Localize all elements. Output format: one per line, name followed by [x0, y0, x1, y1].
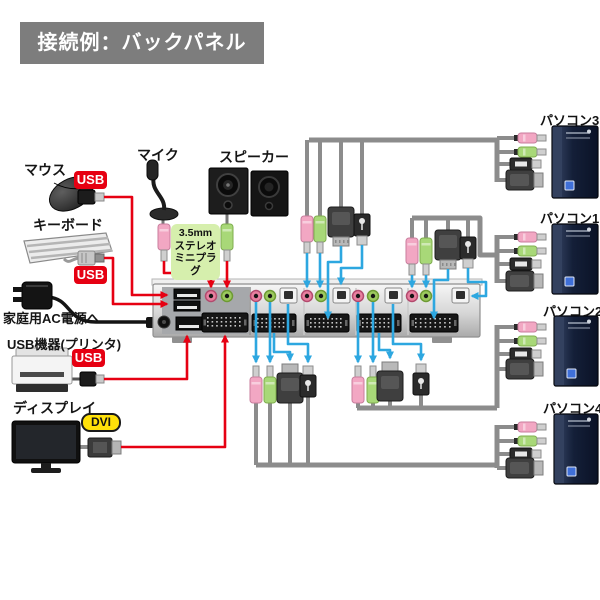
ac-power-label: 家庭用AC電源へ [3, 311, 100, 326]
page-title: 接続例：バックパネル [20, 22, 264, 64]
pc1-label: パソコン1 [540, 211, 600, 226]
usb-badge-keyboard: USB [74, 266, 107, 284]
plug-note-line1: 3.5mm [178, 227, 213, 239]
gray-cable-trunks [47, 136, 516, 470]
kvm-switch-rear-panel [151, 278, 483, 343]
pc3-label: パソコン3 [540, 113, 600, 128]
usb-badge-printer: USB [72, 349, 105, 367]
plug-note-line2: ステレオ [174, 239, 217, 252]
plug-note: 3.5mm ステレオ ミニプラグ [171, 224, 220, 281]
speaker-label: スピーカー [219, 149, 289, 165]
usb-badge-mouse: USB [74, 171, 107, 189]
computer-towers [551, 125, 599, 485]
dvi-badge-display: DVI [81, 413, 121, 432]
peripheral-devices [11, 159, 289, 473]
mouse-label: マウス [24, 162, 66, 178]
usb-device-label: USB機器(プリンタ) [7, 337, 122, 352]
display-label: ディスプレイ [13, 400, 97, 416]
cable-connectors [249, 132, 547, 479]
pc2-label: パソコン2 [543, 304, 600, 319]
plug-note-line3: ミニプラグ [174, 252, 217, 277]
pc4-label: パソコン4 [543, 401, 600, 416]
mic-label: マイク [137, 147, 179, 163]
keyboard-label: キーボード [33, 217, 103, 233]
